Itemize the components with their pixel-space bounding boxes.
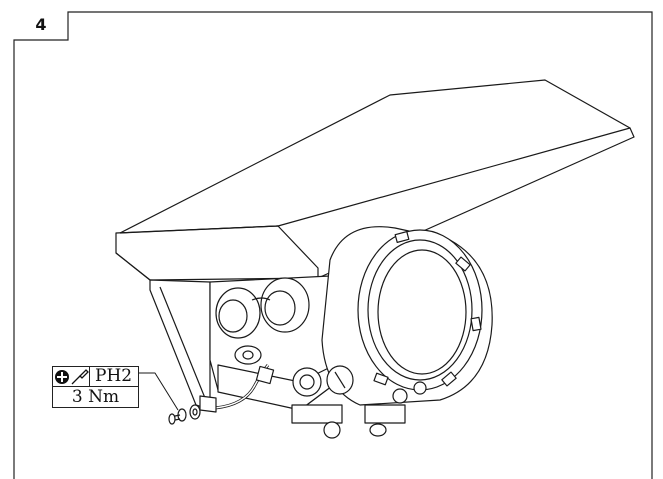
- cable-glands: [215, 277, 310, 339]
- tool-spec-label: PH2 3 Nm: [52, 366, 139, 408]
- tool-icons: [55, 369, 89, 385]
- spec-divider: [89, 367, 91, 387]
- transmitter-housing: [234, 226, 493, 439]
- step-number: 4: [35, 15, 47, 34]
- screwdriver-icon: [71, 369, 89, 385]
- ground-screw: [168, 404, 201, 425]
- torque-row: 3 Nm: [53, 387, 138, 407]
- bit-size-text: PH2: [95, 366, 133, 386]
- torque-text: 3 Nm: [71, 387, 120, 407]
- phillips-screw-icon: [55, 370, 69, 384]
- ground-cable: [199, 364, 275, 413]
- step-tab: 4: [14, 12, 68, 40]
- tool-spec-row: PH2: [53, 366, 138, 387]
